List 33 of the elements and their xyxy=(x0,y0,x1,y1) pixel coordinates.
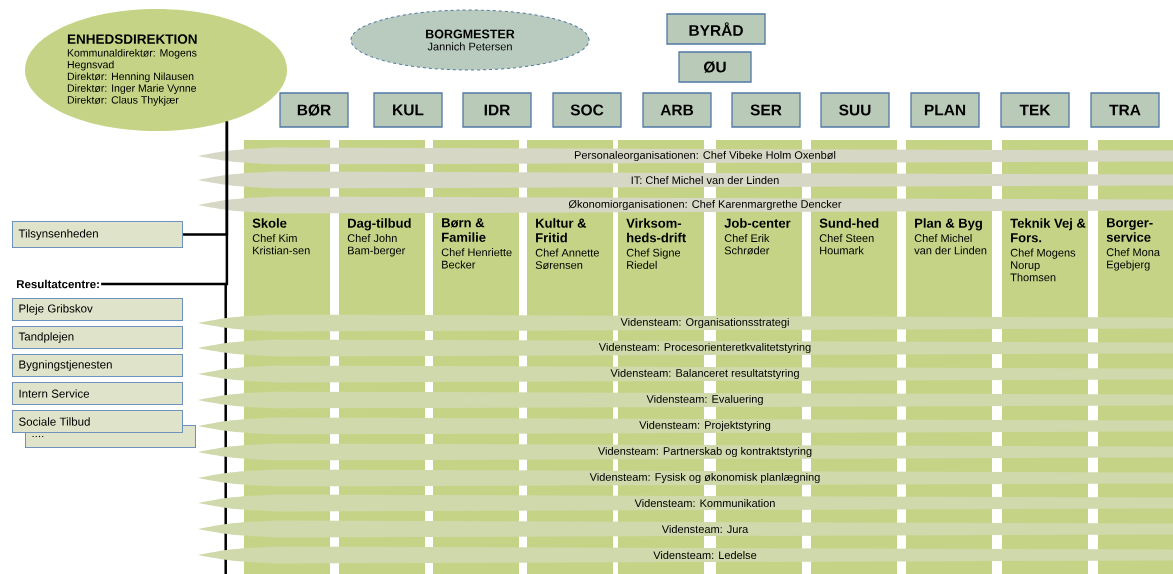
unit-box: SUU xyxy=(820,92,890,128)
organisation-band: Vidensteam: Jura xyxy=(198,520,1173,538)
unit-box: SOC xyxy=(552,92,622,128)
unit-box: TRA xyxy=(1090,92,1160,128)
organisation-band: Vidensteam: Projektstyring xyxy=(198,417,1173,435)
organisation-band: Vidensteam: Fysisk og økonomisk planlægning xyxy=(198,469,1173,487)
unit-box: ARB xyxy=(642,92,712,128)
unit-box: TEK xyxy=(1000,92,1070,128)
unit-box: BYRÅD xyxy=(666,13,766,45)
organisation-band: Økonomiorganisationen: Chef Karenmargrethe Dencker xyxy=(198,196,1173,214)
organisation-band: Vidensteam: Organisationsstrategi xyxy=(198,314,1173,332)
unit-box: IDR xyxy=(462,92,532,128)
unit-box: PLAN xyxy=(910,92,980,128)
heading-text: Resultatcentre: xyxy=(16,279,99,289)
unit-box: Pleje Gribskov xyxy=(12,298,183,321)
organisation-band: Vidensteam: Procesorienteretkvalitetstyring xyxy=(198,339,1173,357)
unit-box: Tandplejen xyxy=(12,326,183,349)
unit-box: Sociale Tilbud xyxy=(12,410,183,433)
unit-box: KUL xyxy=(373,92,443,128)
unit-box: BØR xyxy=(279,92,349,128)
organisation-band: Vidensteam: Balanceret resultatstyring xyxy=(198,365,1173,383)
organisation-band: Vidensteam: Partnerskab og kontraktstyring xyxy=(198,443,1173,461)
connector-line xyxy=(101,121,229,286)
unit-box: Intern Service xyxy=(12,382,183,405)
unit-box: Tilsynsenheden xyxy=(12,221,183,248)
unit-box: SER xyxy=(731,92,801,128)
organisation-band: IT: Chef Michel van der Linden xyxy=(198,171,1173,189)
unit-box: Bygningstjenesten xyxy=(12,354,183,377)
organisation-band: Vidensteam: Kommunikation xyxy=(198,494,1173,512)
unit-box: ØU xyxy=(678,51,752,83)
organisation-band: Vidensteam: Ledelse xyxy=(198,546,1173,564)
organisation-band: Personaleorganisationen: Chef Vibeke Holm Oxenbøl xyxy=(198,147,1173,165)
organisation-band: Vidensteam: Evaluering xyxy=(198,391,1173,409)
